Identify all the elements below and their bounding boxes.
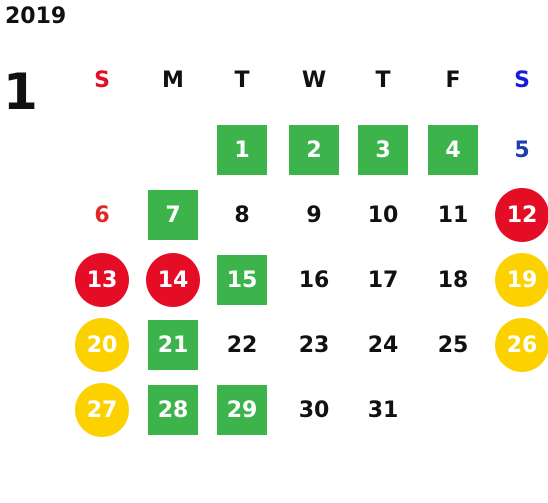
- day-number: 27: [75, 383, 129, 437]
- day-cell-4[interactable]: 4: [425, 122, 481, 178]
- day-number: 7: [148, 190, 198, 240]
- day-cell-8[interactable]: 8: [214, 187, 270, 243]
- day-number: 28: [148, 385, 198, 435]
- day-number: 26: [495, 318, 548, 372]
- day-cell-11[interactable]: 11: [425, 187, 481, 243]
- day-cell-10[interactable]: 10: [355, 187, 411, 243]
- day-cell-17[interactable]: 17: [355, 252, 411, 308]
- weekday-tue: T: [234, 68, 250, 93]
- day-cell-25[interactable]: 25: [425, 317, 481, 373]
- day-number: 12: [495, 188, 548, 242]
- day-cell-1[interactable]: 1: [214, 122, 270, 178]
- day-cell-18[interactable]: 18: [425, 252, 481, 308]
- day-cell-19[interactable]: 19: [494, 252, 548, 308]
- day-number: 3: [358, 125, 408, 175]
- weekday-sat: S: [514, 68, 530, 93]
- day-number: 11: [437, 202, 469, 228]
- day-number: 14: [146, 253, 200, 307]
- day-cell-27[interactable]: 27: [74, 382, 130, 438]
- day-cell-13[interactable]: 13: [74, 252, 130, 308]
- day-cell-24[interactable]: 24: [355, 317, 411, 373]
- day-number: 10: [367, 202, 399, 228]
- day-cell-16[interactable]: 16: [286, 252, 342, 308]
- day-number: 13: [75, 253, 129, 307]
- day-number: 29: [217, 385, 267, 435]
- calendar-month: 1: [3, 63, 38, 121]
- weekday-sun: S: [94, 68, 110, 93]
- day-number: 16: [298, 267, 330, 293]
- day-cell-6[interactable]: 6: [74, 187, 130, 243]
- day-cell-26[interactable]: 26: [494, 317, 548, 373]
- day-number: 5: [514, 137, 530, 163]
- day-cell-14[interactable]: 14: [145, 252, 201, 308]
- day-number: 6: [94, 202, 110, 228]
- day-cell-29[interactable]: 29: [214, 382, 270, 438]
- day-cell-5[interactable]: 5: [494, 122, 548, 178]
- day-number: 4: [428, 125, 478, 175]
- day-number: 25: [437, 332, 469, 358]
- day-number: 18: [437, 267, 469, 293]
- day-number: 9: [306, 202, 322, 228]
- day-number: 31: [367, 397, 399, 423]
- day-number: 23: [298, 332, 330, 358]
- day-cell-21[interactable]: 21: [145, 317, 201, 373]
- day-number: 30: [298, 397, 330, 423]
- day-cell-22[interactable]: 22: [214, 317, 270, 373]
- day-number: 17: [367, 267, 399, 293]
- day-number: 19: [495, 253, 548, 307]
- day-number: 21: [148, 320, 198, 370]
- weekday-thu: T: [375, 68, 391, 93]
- day-cell-20[interactable]: 20: [74, 317, 130, 373]
- calendar-year: 2019: [5, 4, 67, 29]
- day-number: 8: [234, 202, 250, 228]
- day-cell-12[interactable]: 12: [494, 187, 548, 243]
- day-number: 15: [217, 255, 267, 305]
- weekday-wed: W: [301, 68, 327, 93]
- day-cell-9[interactable]: 9: [286, 187, 342, 243]
- day-number: 20: [75, 318, 129, 372]
- day-number: 2: [289, 125, 339, 175]
- day-cell-28[interactable]: 28: [145, 382, 201, 438]
- weekday-mon: M: [162, 68, 184, 93]
- day-cell-3[interactable]: 3: [355, 122, 411, 178]
- day-cell-23[interactable]: 23: [286, 317, 342, 373]
- day-number: 24: [367, 332, 399, 358]
- day-cell-2[interactable]: 2: [286, 122, 342, 178]
- day-cell-15[interactable]: 15: [214, 252, 270, 308]
- day-cell-31[interactable]: 31: [355, 382, 411, 438]
- day-cell-30[interactable]: 30: [286, 382, 342, 438]
- day-cell-7[interactable]: 7: [145, 187, 201, 243]
- day-number: 1: [217, 125, 267, 175]
- day-number: 22: [226, 332, 258, 358]
- weekday-fri: F: [445, 68, 461, 93]
